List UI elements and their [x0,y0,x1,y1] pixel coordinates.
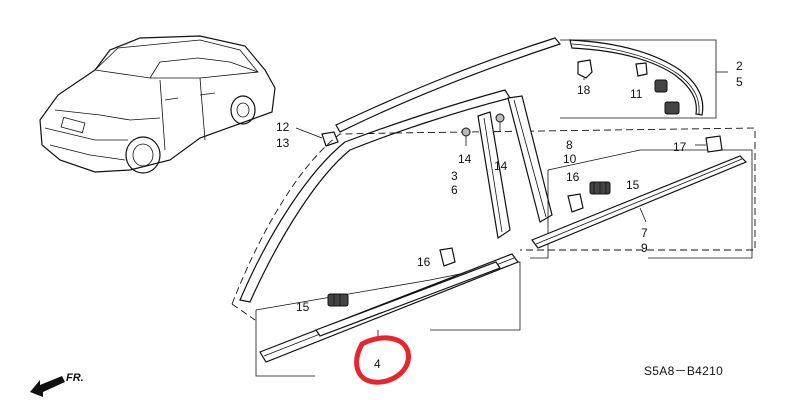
callout-3: 3 [451,169,458,183]
screw-14a [461,127,471,146]
callout-5: 5 [736,75,743,89]
front-arrow-icon [30,376,65,397]
callout-17: 17 [673,140,687,154]
callout-8: 8 [566,138,573,152]
callout-16-front: 16 [417,255,431,269]
callout-4: 4 [374,357,381,371]
callout-18: 18 [577,83,591,97]
pillar-garnish-3-6 [477,111,511,240]
rear-frame-left [530,170,549,259]
rear-door-molding [531,155,748,249]
end-clips [654,79,680,115]
clip-11 [635,62,648,77]
front-arrow-label: FR. [66,372,84,384]
clip-15-rear [589,181,611,195]
callout-13: 13 [276,136,290,150]
callout-16-rear: 16 [566,170,580,184]
callout-7: 7 [641,226,648,240]
roof-molding [335,37,704,133]
callout-14-left: 14 [458,152,472,166]
diagram-code: S5A8－B4210 [644,364,724,378]
car-illustration [39,35,276,174]
pillar-garnish-8-10 [507,95,553,223]
clip-12-13 [295,127,339,147]
callout-2: 2 [736,59,743,73]
front-door-molding [259,253,519,363]
front-frame-left [255,310,315,377]
highlight-circle [354,335,411,385]
callout-10: 10 [563,152,577,166]
clip-15-front [327,293,349,307]
callout-6: 6 [451,183,458,197]
callout-9: 9 [641,241,648,255]
clip-17 [695,135,723,153]
clip-18 [577,59,593,80]
callout-15-rear: 15 [626,178,640,192]
clip-16-rear [567,193,584,213]
callout-12: 12 [276,120,290,134]
callout-15-front: 15 [296,300,310,314]
roof-molding-frame [560,39,717,119]
screw-14b [495,113,505,132]
callout-11: 11 [630,87,643,101]
callout-14-right: 14 [494,159,508,173]
front-frame-box [255,261,521,331]
clip-16-front [439,247,456,267]
rear-frame-box [547,149,753,259]
leader-7-9 [639,207,647,223]
